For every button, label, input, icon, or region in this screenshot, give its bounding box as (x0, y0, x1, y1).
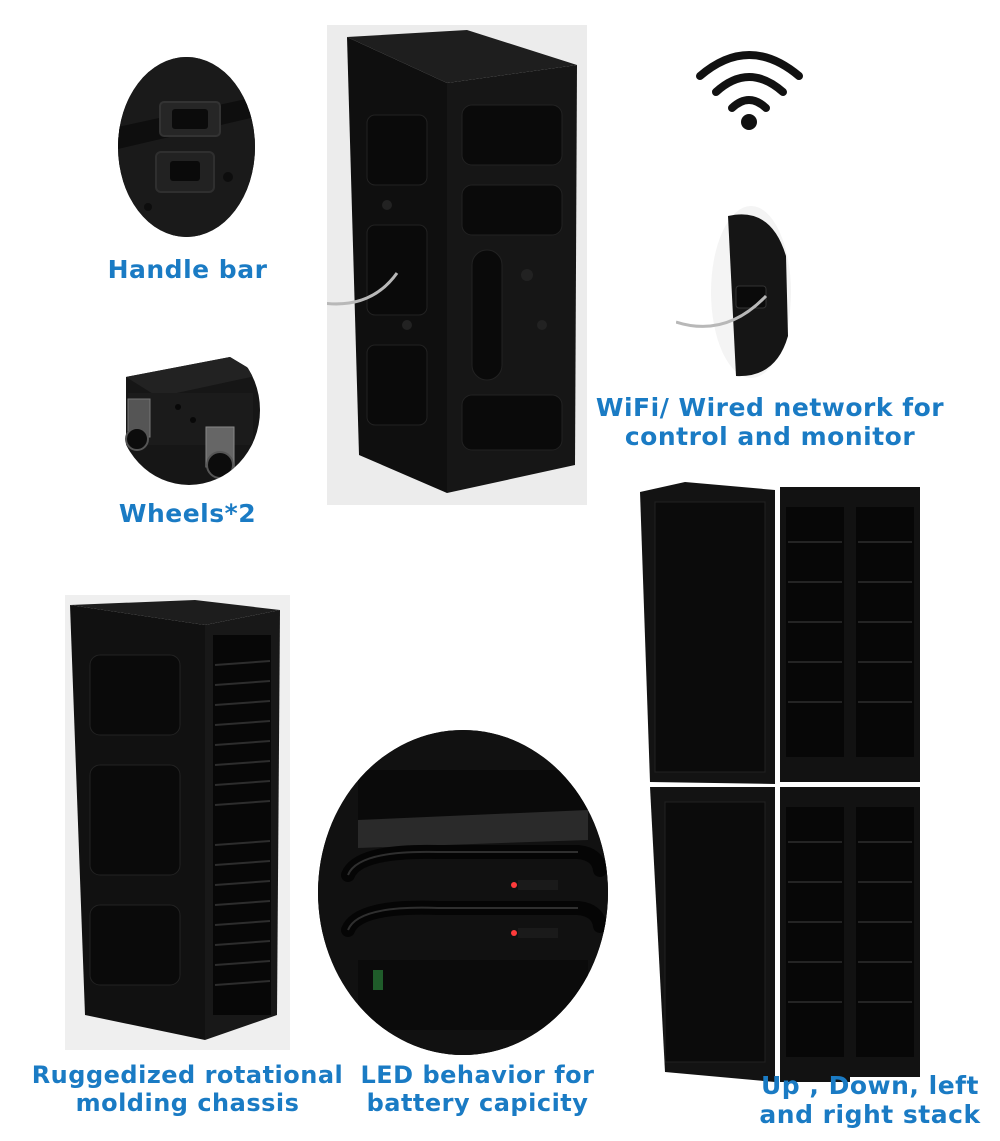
handle-bar-closeup-image (118, 57, 255, 237)
stack-unit (640, 482, 920, 784)
network-label-line1: WiFi/ Wired network for (595, 393, 945, 422)
wifi-icon (692, 42, 807, 132)
stack-label-line1: Up , Down, left (761, 1071, 979, 1100)
chassis-open-image (65, 595, 290, 1050)
wheels-label: Wheels*2 (118, 499, 257, 528)
stack-unit (650, 787, 920, 1082)
led-label: LED behavior for battery capicity (345, 1061, 610, 1117)
handle-bar-label: Handle bar (107, 255, 268, 284)
network-label-line2: control and monitor (624, 421, 916, 451)
network-port-closeup-image (675, 206, 791, 378)
chassis-label-line1: Ruggedized rotational (31, 1061, 344, 1089)
chassis-label-line2: molding chassis (75, 1088, 300, 1117)
stack-label-line2: and right stack (759, 1099, 981, 1129)
chassis-label: Ruggedized rotational molding chassis (30, 1061, 345, 1117)
wheels-closeup-image (118, 335, 260, 485)
stack-label: Up , Down, left and right stack (740, 1071, 1000, 1130)
led-label-line2: battery capicity (366, 1088, 589, 1117)
stacked-units-image (640, 482, 920, 1092)
led-closeup-image (318, 730, 608, 1055)
network-label: WiFi/ Wired network for control and moni… (580, 393, 960, 452)
led-label-line1: LED behavior for (360, 1061, 595, 1089)
product-main-image (306, 25, 587, 505)
